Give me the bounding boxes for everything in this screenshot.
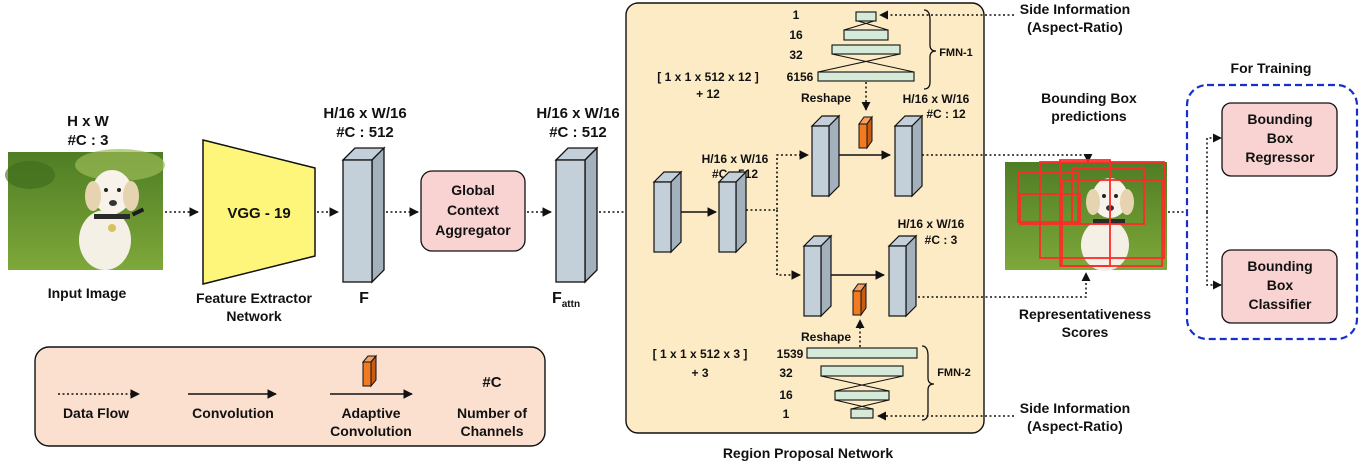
side-info-bottom-line1: Side Information (1020, 400, 1130, 416)
vgg-trapezoid (202, 139, 316, 285)
legend-data-flow-label: Data Flow (63, 405, 129, 421)
vgg-caption-line1: Feature Extractor (196, 290, 312, 306)
flow-arrow-branch-top (746, 150, 809, 211)
rpn-bottom-cube-b (887, 234, 918, 318)
regressor-line2: Box (1267, 130, 1294, 146)
classifier-line1: Bounding (1247, 258, 1312, 274)
input-channels: #C : 3 (68, 132, 109, 149)
classifier-line3: Classifier (1248, 296, 1312, 312)
fmn1-brace (923, 9, 937, 90)
input-image (5, 149, 165, 270)
fmn1-network (817, 11, 915, 82)
f-channels: #C : 512 (336, 124, 394, 141)
gca-box (420, 170, 526, 252)
bbox-classifier-box (1221, 249, 1338, 324)
fattn-label: Fattn (552, 290, 580, 310)
reshape-bottom-label: Reshape (801, 330, 851, 344)
rpn-cube-2 (717, 170, 748, 254)
rpn-out-top-dims: H/16 x W/16 (903, 92, 970, 106)
fmn2-size-3: 16 (779, 388, 793, 402)
adaptive-kernel-bottom (852, 282, 867, 317)
fmn1-name: FMN-1 (939, 47, 973, 59)
rpn-out-bottom-dims: H/16 x W/16 (898, 217, 965, 231)
flow-arrow-rep-scores (918, 272, 1091, 298)
bbox-regressor-box (1221, 102, 1338, 177)
gca-line3: Aggregator (435, 222, 511, 238)
rpn-cube-1 (652, 170, 683, 254)
training-dashed-box (1185, 83, 1359, 341)
fmn1-size-3: 32 (789, 48, 803, 62)
output-image (1005, 162, 1167, 271)
legend-adaptive-line2: Convolution (330, 423, 412, 439)
f-dims: H/16 x W/16 (323, 105, 406, 122)
regressor-line3: Regressor (1245, 149, 1315, 165)
classifier-line2: Box (1267, 277, 1294, 293)
fmn1-formula: [ 1 x 1 x 512 x 12 ] (657, 70, 758, 84)
rpn-panel (625, 2, 985, 434)
feature-map-cube (341, 146, 386, 284)
legend-channel-symbol: #C (482, 374, 501, 391)
fmn2-size-2: 32 (779, 366, 793, 380)
legend-channel-line2: Channels (460, 423, 523, 439)
fmn2-formula: [ 1 x 1 x 512 x 3 ] (653, 347, 748, 361)
rpn-top-cube-b (893, 114, 924, 198)
fmn2-size-4: 1 (783, 407, 790, 421)
reshape-top-label: Reshape (801, 91, 851, 105)
flow-arrow-classifier (1206, 212, 1222, 290)
fmn1-size-2: 16 (789, 28, 803, 42)
bbox-pred-line2: predictions (1051, 108, 1127, 124)
bbox-pred-line1: Bounding Box (1041, 90, 1137, 106)
fmn1-size-1: 1 (793, 8, 800, 22)
input-dims: H x W (67, 113, 110, 130)
rpn-out-bottom-channels: #C : 3 (925, 233, 958, 247)
legend-adaptive-kernel-icon (361, 354, 378, 388)
vgg-caption-line2: Network (226, 308, 281, 324)
vgg-label: VGG - 19 (227, 205, 290, 222)
bbox-overlays (1017, 159, 1165, 267)
rep-scores-line1: Representativeness (1019, 306, 1152, 322)
fmn1-formula-add: + 12 (696, 87, 720, 101)
regressor-line1: Bounding (1247, 111, 1312, 127)
flow-arrow-branch-bottom (776, 210, 801, 280)
gca-line2: Context (447, 202, 499, 218)
fattn-channels: #C : 512 (549, 124, 607, 141)
training-title: For Training (1231, 60, 1312, 76)
rpn-label: Region Proposal Network (723, 445, 894, 461)
legend-channel-line1: Number of (457, 405, 527, 421)
fmn1-size-4: 6156 (787, 70, 814, 84)
side-info-top-line2: (Aspect-Ratio) (1027, 19, 1123, 35)
legend-convolution-label: Convolution (192, 405, 274, 421)
attn-map-cube (554, 146, 599, 284)
fmn2-formula-add: + 3 (691, 366, 708, 380)
legend-panel (34, 346, 546, 447)
rpn-bottom-cube-a (802, 234, 833, 318)
side-info-top-line1: Side Information (1020, 1, 1130, 17)
gca-line1: Global (451, 182, 495, 198)
adaptive-kernel-top (858, 115, 873, 150)
f-label: F (359, 290, 369, 307)
fmn2-size-1: 1539 (777, 347, 804, 361)
input-label: Input Image (48, 285, 127, 301)
side-info-bottom-line2: (Aspect-Ratio) (1027, 418, 1123, 434)
flow-arrow-bbox-pred (922, 153, 1093, 163)
fmn2-name: FMN-2 (937, 367, 971, 379)
rep-scores-line2: Scores (1062, 324, 1109, 340)
flow-arrow-regressor (1206, 133, 1222, 212)
rpn-mid-dims: H/16 x W/16 (702, 152, 769, 166)
fmn2-network (806, 347, 918, 419)
rpn-out-top-channels: #C : 12 (926, 107, 966, 121)
legend-adaptive-line1: Adaptive (341, 405, 400, 421)
fattn-dims: H/16 x W/16 (536, 105, 619, 122)
rpn-top-cube-a (810, 114, 841, 198)
